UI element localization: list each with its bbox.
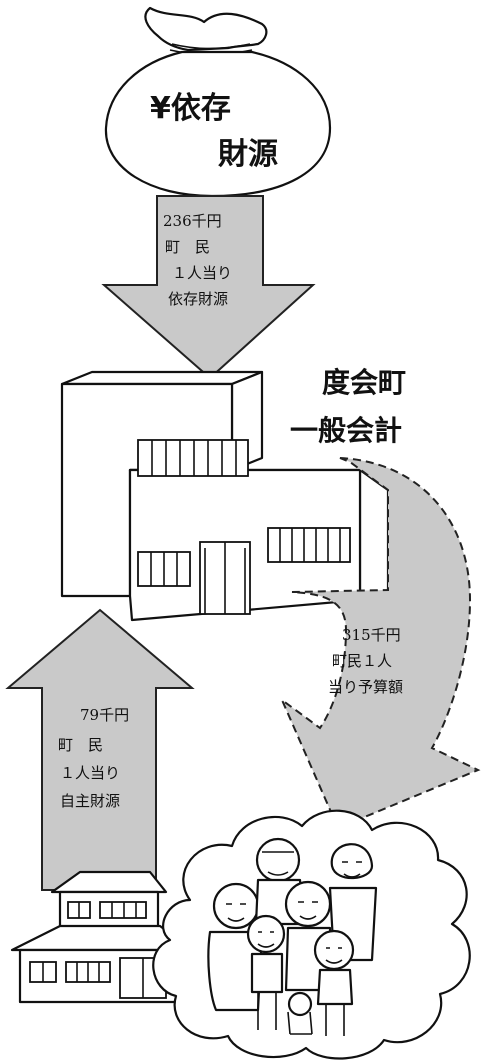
money-bag [104,6,332,198]
family-illustration [207,837,378,1036]
own-line3: 自主財源 [60,792,120,810]
own-revenue-arrow [5,608,195,891]
town-office-building [60,370,390,622]
own-amount: 79千円 [80,706,129,724]
dependent-line1: 町 民 [165,238,210,256]
dependent-revenue-arrow [101,195,316,380]
bag-label-line2: 財源 [218,137,278,172]
bag-label-line1: ¥依存 [150,91,231,126]
own-line2: １人当り [60,764,120,782]
town-label-line1: 度会町 [322,366,406,399]
dependent-line2: １人当り [172,264,232,282]
dependent-amount: 236千円 [163,212,222,230]
budget-line1: 町民１人 [332,652,392,670]
budget-line2: 当り予算額 [328,678,403,696]
budget-curved-arrow [279,457,481,830]
town-label-line2: 一般会計 [290,414,402,447]
dependent-line3: 依存財源 [168,290,228,308]
budget-amount: 315千円 [342,626,401,644]
own-line1: 町 民 [58,736,103,754]
